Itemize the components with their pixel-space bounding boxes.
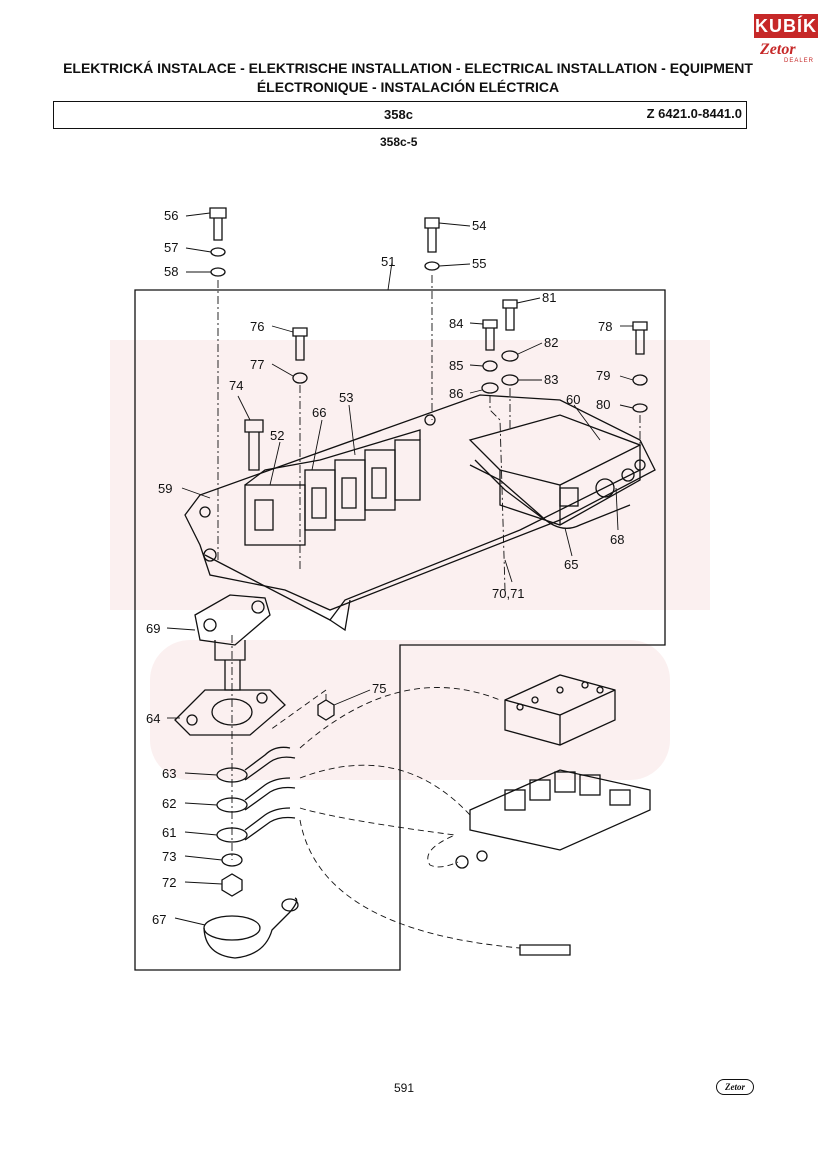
screw-74 <box>244 419 264 471</box>
plate-hole <box>424 414 436 426</box>
fuse-strip <box>519 944 571 956</box>
callout-51: 51 <box>381 254 395 269</box>
callout-65: 65 <box>564 557 578 572</box>
plate-hole <box>203 548 217 562</box>
terminal-plate-69 <box>194 594 271 691</box>
kubik-zetor-logo: KUBÍK Zetor DEALER <box>754 14 818 66</box>
page-number: 591 <box>394 1081 415 1095</box>
washer-77 <box>292 372 308 384</box>
callout-85: 85 <box>449 358 463 373</box>
cable-routes <box>269 687 521 949</box>
callout-54: 54 <box>472 218 486 233</box>
callout-84: 84 <box>449 316 463 331</box>
washer-58 <box>210 267 226 277</box>
callout-77: 77 <box>250 357 264 372</box>
callout-67: 67 <box>152 912 166 927</box>
battery <box>504 674 616 746</box>
washer-57 <box>210 247 226 257</box>
rubber-boot-67 <box>203 897 299 959</box>
callout-62: 62 <box>162 796 176 811</box>
callout-70-71: 70,71 <box>492 586 525 601</box>
screw-84 <box>482 319 498 351</box>
logo-zetor-text: Zetor <box>760 41 796 58</box>
nut-68 <box>621 468 635 482</box>
watermark <box>110 340 710 780</box>
callout-55: 55 <box>472 256 486 271</box>
callout-56: 56 <box>164 208 178 223</box>
callout-60: 60 <box>566 392 580 407</box>
model-range: Z 6421.0-8441.0 <box>646 106 742 121</box>
logo-dealer-text: DEALER <box>784 58 815 64</box>
logo-kubik-text: KUBÍK <box>754 14 818 38</box>
relay-block <box>244 429 421 546</box>
alignment-lines <box>217 275 641 860</box>
callout-52: 52 <box>270 428 284 443</box>
callout-74: 74 <box>229 378 243 393</box>
callout-78: 78 <box>598 319 612 334</box>
section-bar: 358c Z 6421.0-8441.0 <box>53 101 747 129</box>
callout-58: 58 <box>164 264 178 279</box>
callout-64: 64 <box>146 711 160 726</box>
callout-73: 73 <box>162 849 176 864</box>
callout-57: 57 <box>164 240 178 255</box>
callout-61: 61 <box>162 825 176 840</box>
callout-53: 53 <box>339 390 353 405</box>
callout-63: 63 <box>162 766 176 781</box>
screw-78 <box>632 321 648 355</box>
plate-flange <box>329 599 351 632</box>
screw-54 <box>424 217 440 253</box>
callout-79: 79 <box>596 368 610 383</box>
callout-81: 81 <box>542 290 556 305</box>
page-title-line2: ÉLECTRONIQUE - INSTALACIÓN ELÉCTRICA <box>256 79 560 95</box>
mounting-plate <box>184 394 656 611</box>
screw-76 <box>292 327 308 361</box>
callout-labels: 56 57 58 54 55 51 81 84 82 85 83 86 76 7… <box>146 208 624 927</box>
callout-82: 82 <box>544 335 558 350</box>
washer-82 <box>501 350 519 362</box>
callout-75: 75 <box>372 681 386 696</box>
diagram-frame <box>134 289 666 971</box>
figure-code: 358c-5 <box>380 135 418 149</box>
cable-lug-62 <box>216 777 296 813</box>
callout-66: 66 <box>312 405 326 420</box>
callout-69: 69 <box>146 621 160 636</box>
callout-59: 59 <box>158 481 172 496</box>
callout-68: 68 <box>610 532 624 547</box>
cable-lug-61 <box>216 807 296 843</box>
callout-72: 72 <box>162 875 176 890</box>
harness-65 <box>469 464 631 529</box>
washer-86 <box>481 382 499 394</box>
screw-56 <box>209 207 227 241</box>
section-code: 358c <box>384 107 413 122</box>
control-box <box>468 414 642 526</box>
small-connector <box>455 850 488 869</box>
gasket-64 <box>174 689 286 736</box>
nut-72 <box>221 873 243 897</box>
zetor-footer-mark: Zetor <box>716 1079 754 1095</box>
plate-hole <box>199 506 211 518</box>
callout-86: 86 <box>449 386 463 401</box>
washer-55 <box>424 261 440 271</box>
callout-76: 76 <box>250 319 264 334</box>
page-title-line1: ELEKTRICKÁ INSTALACE - ELEKTRISCHE INSTA… <box>63 60 753 76</box>
harness-wire <box>474 459 546 521</box>
screw-81 <box>502 299 518 331</box>
callout-83: 83 <box>544 372 558 387</box>
callout-80: 80 <box>596 397 610 412</box>
leader-lines <box>166 212 634 926</box>
relay-board <box>469 769 651 851</box>
